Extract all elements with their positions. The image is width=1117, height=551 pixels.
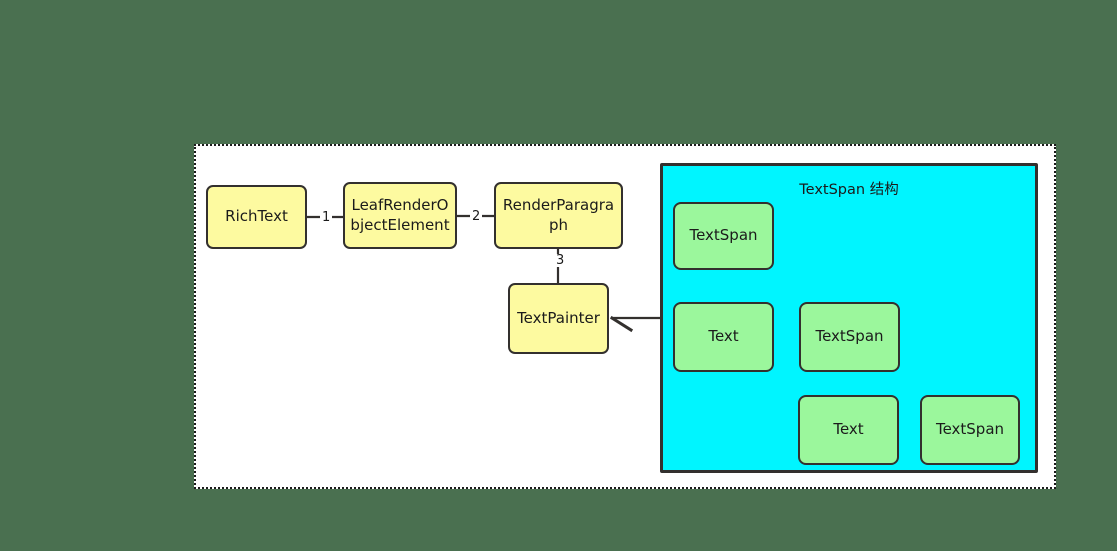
edge-label-2: 2 — [470, 209, 483, 224]
node-tree-text-1[interactable]: Text — [673, 302, 774, 372]
edge-label-1: 1 — [320, 210, 333, 225]
edge-label-3: 3 — [554, 253, 567, 268]
node-tree-textspan-root[interactable]: TextSpan — [673, 202, 774, 270]
node-leafrenderobjectelement[interactable]: LeafRenderObjectElement — [343, 182, 457, 249]
node-tree-text-2[interactable]: Text — [798, 395, 899, 465]
node-renderparagraph[interactable]: RenderParagraph — [494, 182, 623, 249]
textspan-structure-title: TextSpan 结构 — [799, 182, 899, 198]
node-richtext[interactable]: RichText — [206, 185, 307, 249]
node-textpainter[interactable]: TextPainter — [508, 283, 609, 354]
node-tree-textspan-3[interactable]: TextSpan — [920, 395, 1020, 465]
node-tree-textspan-2[interactable]: TextSpan — [799, 302, 900, 372]
